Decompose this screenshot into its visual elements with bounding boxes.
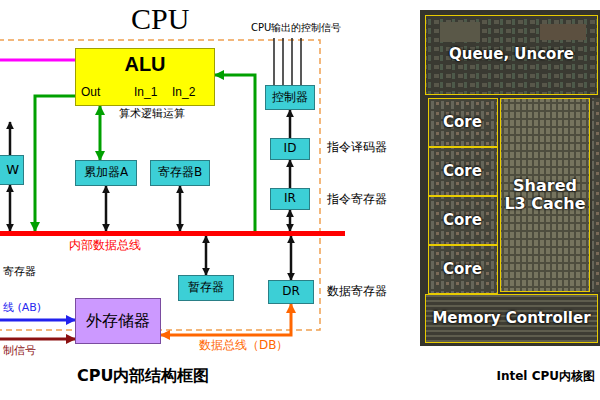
connector-arrow [179, 186, 182, 231]
node-text: 寄存器B [158, 166, 202, 180]
diagram-caption: CPU内部结构框图 [76, 367, 210, 385]
node-text: Out [81, 86, 100, 100]
node-text: In_2 [172, 86, 195, 100]
connector-arrow [290, 236, 293, 280]
cpu-boundary [0, 40, 320, 330]
connector-arrow [205, 236, 208, 275]
uncore-area [425, 15, 598, 95]
annotation-label: 指令寄存器 [326, 193, 388, 207]
node-text: Shared L3 Cache [503, 177, 587, 214]
node-text: 暂存器 [188, 281, 224, 295]
control-signal-wire [300, 38, 302, 85]
node-text: 外存储器 [86, 312, 150, 330]
node-text: In_1 [134, 86, 157, 100]
connector-arrow [9, 185, 12, 231]
external-memory-box: 外存储器 [75, 298, 161, 344]
edge-label: 数据总线（DB） [198, 339, 289, 353]
core-region: Core [428, 196, 498, 245]
node-text: 内部数据总线 [68, 239, 142, 253]
node-text: Queue, Uncore [449, 46, 574, 63]
memory-controller-area [425, 294, 598, 343]
annotation-label: 算术逻辑运算 [118, 108, 186, 121]
cache-region: Shared L3 Cache [500, 98, 590, 292]
node-text: ID [284, 142, 297, 156]
connector-arrow [35, 96, 75, 231]
control-signal-wire [273, 38, 275, 85]
address-bus-arrow [0, 319, 75, 322]
node-text: Core [443, 261, 482, 278]
node-text: ALU [76, 53, 214, 76]
control-signal-wire [282, 38, 284, 85]
die-block [440, 22, 480, 42]
node-text: DR [282, 285, 300, 299]
cache-area [500, 98, 590, 292]
control-bus-arrow [0, 338, 75, 341]
annotation-label: 寄存器 [2, 266, 37, 279]
annotation-label: CPU输出的控制信号 [250, 22, 342, 34]
controller-box: 控制器 [265, 85, 315, 110]
register-box: W [0, 155, 24, 185]
decoder-box: ID [270, 138, 310, 160]
memory-controller-region: Memory Controller [425, 294, 598, 343]
register-wire [9, 122, 12, 155]
die-ground [420, 10, 600, 346]
connector-arrow [289, 160, 292, 188]
temp-register-box: 暂存器 [178, 275, 234, 301]
annotation-label: Intel CPU内核图 [495, 370, 596, 384]
input-wire [0, 59, 75, 62]
node-text: IR [284, 192, 296, 206]
alu-box: ALU Out In_1 In_2 [75, 48, 215, 106]
instruction-register-box: IR [270, 188, 310, 210]
node-text: Core [443, 114, 482, 131]
node-text: W [6, 163, 19, 178]
die-block [540, 24, 586, 40]
connector-arrow [289, 110, 292, 138]
node-text: 控制器 [272, 91, 308, 105]
core-region: Core [428, 245, 498, 294]
connector-arrow [105, 186, 108, 231]
connector-arrow [161, 304, 291, 335]
node-text: Core [443, 212, 482, 229]
data-bus: 内部数据总线 [0, 231, 345, 236]
core-area [428, 98, 498, 294]
node-text: 累加器A [84, 166, 128, 180]
annotation-label: 数据寄存器 [326, 285, 388, 299]
connector-arrow [99, 106, 102, 160]
die-region: Queue, Uncore [425, 15, 598, 95]
core-area [592, 98, 600, 292]
control-signal-wire [291, 38, 293, 85]
annotation-label: 线 (AB) [2, 302, 42, 315]
node-text: Memory Controller [432, 310, 590, 327]
connector-arrow [215, 75, 255, 231]
accumulator-box: 累加器A [75, 160, 137, 186]
data-register-box: DR [268, 280, 314, 304]
connector-arrow [289, 210, 292, 231]
annotation-label: 指令译码器 [326, 141, 388, 155]
core-region: Core [428, 147, 498, 196]
register-box: 寄存器B [150, 160, 210, 186]
core-region: Core [428, 98, 498, 147]
diagram-title: CPU [130, 2, 190, 37]
node-text: Core [443, 163, 482, 180]
annotation-label: 制信号 [2, 345, 37, 358]
